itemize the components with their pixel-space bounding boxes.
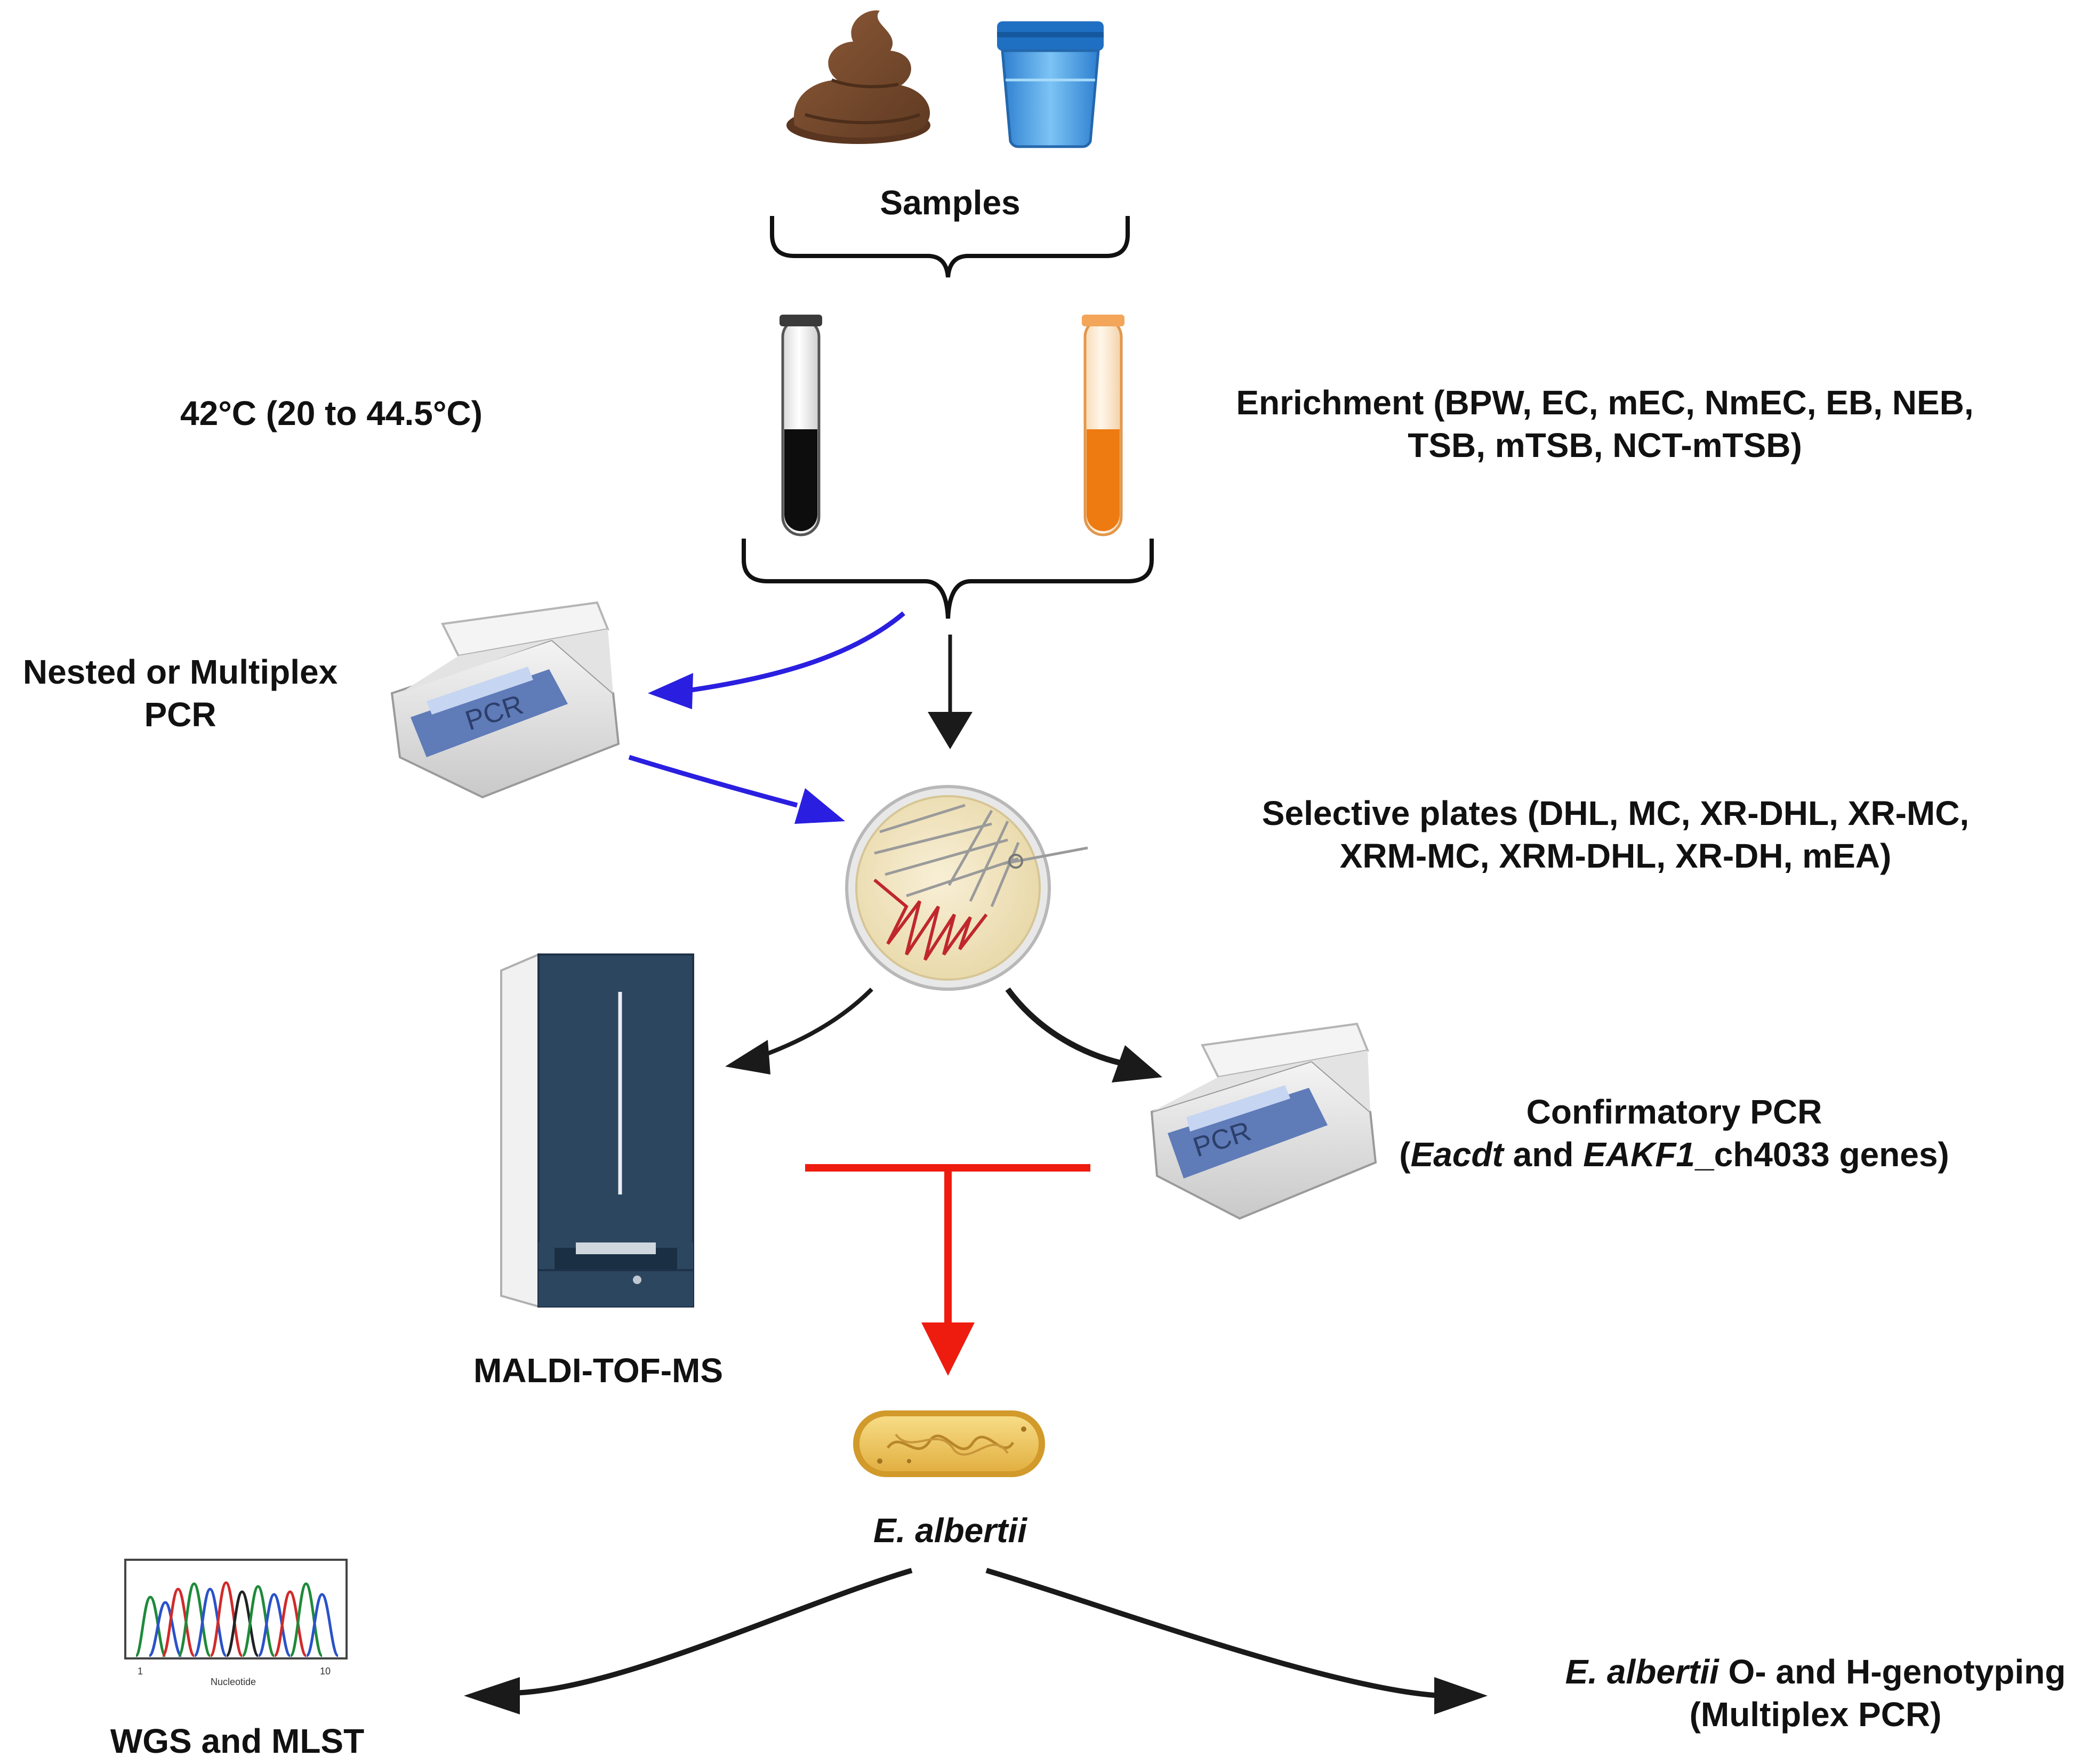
pcr-machine-icon: PCR <box>390 601 620 799</box>
nested-pcr-line-1: Nested or Multiplex <box>22 653 338 691</box>
species-label: E. albertii <box>873 1509 1027 1552</box>
chromatogram-x-label: Nucleotide <box>211 1677 256 1687</box>
arrow-to-selective-plates <box>928 635 973 749</box>
confirmatory-open: ( <box>1399 1135 1411 1174</box>
nested-pcr-label: Nested or Multiplex PCR <box>23 651 338 736</box>
chromatogram-tick-end: 10 <box>320 1666 331 1677</box>
genotyping-line-1: E. albertii O- and H-genotyping <box>1565 1650 2066 1693</box>
genotyping-rest: O- and H-genotyping <box>1718 1653 2066 1691</box>
samples-label: Samples <box>880 181 1020 224</box>
pcr-machine-icon: PCR <box>1150 1022 1377 1220</box>
samples-bracket <box>770 216 1130 278</box>
enrichment-line-2: TSB, mTSB, NCT-mTSB) <box>1408 426 1802 464</box>
selective-line-1: Selective plates (DHL, MC, XR-DHL, XR-MC… <box>1262 794 1970 832</box>
selective-plates-label: Selective plates (DHL, MC, XR-DHL, XR-MC… <box>1262 792 1969 877</box>
chromatogram-tick-start: 1 <box>138 1666 143 1677</box>
gene-eakf1: EAKF1 <box>1583 1135 1696 1174</box>
species-text: E. albertii <box>873 1511 1027 1550</box>
blue-arrow-to-pcr <box>648 611 905 709</box>
streak-line <box>873 878 988 961</box>
blue-arrow-from-pcr <box>628 755 845 824</box>
maldi-tof-instrument-icon <box>500 952 694 1308</box>
maldi-text: MALDI-TOF-MS <box>473 1351 724 1390</box>
enrichment-line-1: Enrichment (BPW, EC, mEC, NmEC, EB, NEB, <box>1236 383 1974 422</box>
confirmatory-rest: _ch4033 genes) <box>1695 1135 1949 1174</box>
enrichment-label: Enrichment (BPW, EC, mEC, NmEC, EB, NEB,… <box>1236 381 1973 467</box>
confirmatory-and: and <box>1503 1135 1584 1174</box>
wgs-label: WGS and MLST <box>110 1720 364 1762</box>
arrow-to-genotyping <box>985 1568 1488 1714</box>
red-convergence-arrow <box>805 1164 1090 1376</box>
petri-dish-icon <box>845 785 1088 991</box>
temperature-label: 42°C (20 to 44.5°C) <box>180 392 483 435</box>
arrow-to-wgs <box>464 1568 913 1714</box>
confirmatory-pcr-label: Confirmatory PCR (Eacdt and EAKF1_ch4033… <box>1399 1091 1949 1176</box>
genotyping-label: E. albertii O- and H-genotyping (Multipl… <box>1565 1650 2066 1736</box>
selective-line-2: XRM-MC, XRM-DHL, XR-DH, mEA) <box>1339 837 1892 875</box>
confirmatory-line-1: Confirmatory PCR <box>1526 1093 1822 1131</box>
genotyping-line-2: (Multiplex PCR) <box>1689 1695 1942 1734</box>
wgs-text: WGS and MLST <box>110 1722 365 1760</box>
bacterium-icon <box>853 1410 1045 1477</box>
arrow-to-maldi <box>725 988 873 1075</box>
arrow-to-confirmatory-pcr <box>1005 987 1162 1083</box>
sample-cup-icon <box>997 21 1104 148</box>
confirmatory-line-2: (Eacdt and EAKF1_ch4033 genes) <box>1399 1133 1949 1176</box>
enrichment-bracket <box>742 539 1154 619</box>
feces-icon <box>786 10 930 144</box>
test-tube-icon <box>1082 315 1124 536</box>
gene-eacdt: Eacdt <box>1410 1135 1504 1174</box>
maldi-label: MALDI-TOF-MS <box>473 1349 723 1392</box>
samples-text: Samples <box>880 183 1021 222</box>
sequencing-chromatogram-icon: 1 10 Nucleotide <box>124 1559 348 1687</box>
test-tube-icon <box>780 315 822 536</box>
nested-pcr-line-2: PCR <box>144 695 216 734</box>
temperature-text: 42°C (20 to 44.5°C) <box>180 394 483 432</box>
genotyping-species: E. albertii <box>1565 1653 1719 1691</box>
